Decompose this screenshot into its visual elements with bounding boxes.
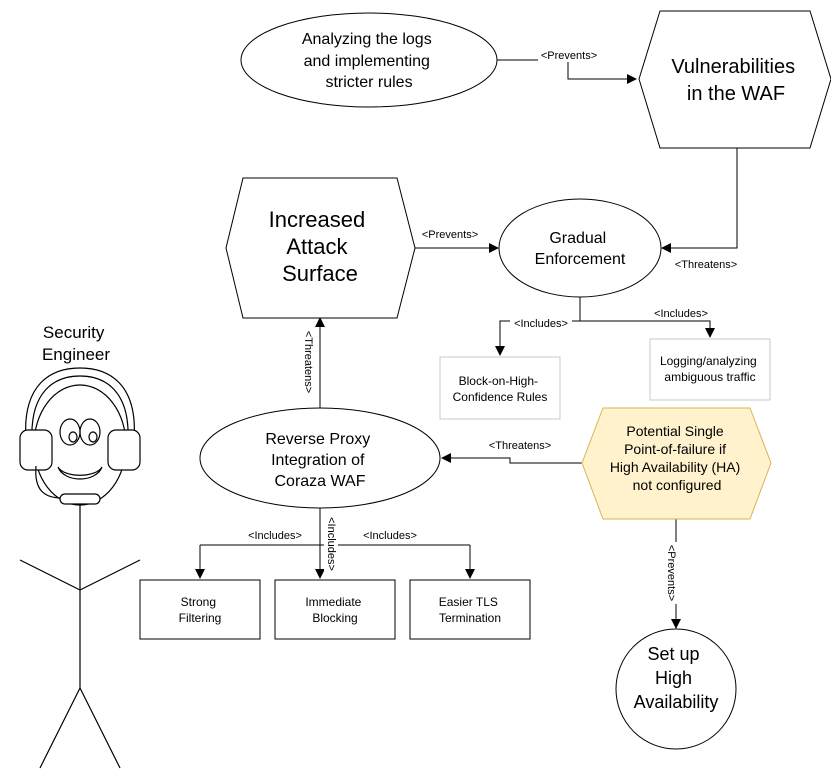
node-analyzing-logs: Analyzing the logs and implementing stri…: [240, 12, 498, 108]
node-text-line: Immediate: [305, 595, 361, 609]
stick-figure-body: [19, 505, 141, 769]
svg-text:Gradual Enforcement: Gradual Enforcement: [535, 230, 626, 268]
node-text-line: Logging/analyzing: [660, 354, 757, 368]
svg-text:Vulnerabilities in the W: Vulnerabilities in the WAF: [671, 56, 800, 105]
node-text-line: ambiguous traffic: [664, 370, 755, 384]
node-text-line: in the WAF: [687, 83, 785, 105]
edges: <Prevents> <Threatens> <Prevents> <Inclu…: [195, 48, 738, 629]
svg-text:Set up High Availa: Set up High Availability: [634, 644, 719, 712]
node-text-line: Attack: [286, 234, 348, 259]
svg-text:Potential Single Point-o: Potential Single Point-of-failure if Hig…: [610, 423, 744, 493]
node-text-line: Block-on-High-: [459, 374, 538, 388]
node-text-line: Integration of: [271, 452, 365, 469]
node-text-line: Blocking: [312, 611, 357, 625]
node-text-line: Set up: [647, 644, 699, 664]
svg-text:Reverse Proxy Integratio: Reverse Proxy Integration of Coraza WAF: [265, 431, 374, 490]
node-text-line: Increased: [269, 207, 366, 232]
node-text-line: High: [655, 668, 692, 688]
edge-label-includes: <Includes>: [654, 308, 708, 320]
node-reverse-proxy: Reverse Proxy Integration of Coraza WAF: [199, 407, 441, 509]
node-text-line: Easier TLS: [439, 595, 498, 609]
edge-reverse-proxy-threatens-attack-surface: <Threatens>: [297, 317, 325, 408]
node-text-line: Confidence Rules: [453, 390, 548, 404]
svg-text:Immediate Blocking: Immediate Blocking: [305, 595, 364, 625]
actor-label-line: Security: [43, 323, 105, 342]
node-text-line: Reverse Proxy: [265, 431, 370, 448]
node-text-line: not configured: [633, 477, 722, 493]
svg-text:Block-on-High- Confidenc: Block-on-High- Confidence Rules: [453, 374, 548, 404]
node-text-line: Filtering: [179, 611, 222, 625]
edge-label-threatens: <Threatens>: [302, 331, 314, 393]
node-easier-tls: Easier TLS Termination: [409, 579, 531, 640]
edge-spof-prevents-ha: <Prevents>: [664, 519, 681, 629]
node-potential-spof: Potential Single Point-of-failure if Hig…: [581, 407, 772, 520]
edge-label-includes: <Includes>: [248, 530, 302, 542]
actor-label: Security Engineer: [42, 323, 110, 364]
node-text-line: Gradual: [549, 230, 606, 247]
node-text-line: Potential Single: [626, 423, 724, 439]
node-text-line: Point-of-failure if: [624, 441, 726, 457]
node-set-up-ha: Set up High Availability: [615, 628, 737, 750]
edge-spof-threatens-reverse-proxy: <Threatens>: [441, 440, 582, 464]
node-text-line: Surface: [282, 261, 358, 286]
node-strong-filtering: Strong Filtering: [139, 579, 261, 640]
edge-label-prevents: <Prevents>: [541, 50, 597, 62]
node-text-line: Termination: [439, 611, 501, 625]
edge-label-includes: <Includes>: [325, 517, 337, 571]
edge-label-includes: <Includes>: [363, 530, 417, 542]
svg-text:Increased Attack S: Increased Attack Surface: [269, 207, 372, 286]
node-increased-attack-surface: Increased Attack Surface: [225, 177, 416, 319]
edge-vulnerabilities-threatens-gradual: <Threatens>: [661, 148, 738, 271]
svg-text:Logging/analyzing ambigu: Logging/analyzing ambiguous traffic: [660, 354, 760, 384]
edge-label-prevents: <Prevents>: [665, 545, 677, 601]
edge-reverse-proxy-includes-children: <Includes> <Includes> <Includes>: [195, 508, 475, 579]
edge-gradual-includes-logging: <Includes>: [580, 306, 715, 338]
node-text-line: Vulnerabilities: [671, 56, 795, 78]
actor-label-line: Engineer: [42, 345, 110, 364]
svg-text:Easier TLS Termination: Easier TLS Termination: [439, 595, 501, 625]
node-vulnerabilities-waf: Vulnerabilities in the WAF: [638, 10, 831, 149]
node-text-line: Strong: [181, 595, 216, 609]
node-text-line: Analyzing the logs: [302, 31, 432, 48]
node-text-line: Availability: [634, 692, 719, 712]
node-text-line: Enforcement: [535, 251, 626, 268]
actor-security-engineer: Security Engineer: [19, 323, 141, 769]
node-text-line: stricter rules: [325, 74, 412, 91]
node-immediate-blocking: Immediate Blocking: [274, 579, 396, 640]
node-text-line: Coraza WAF: [275, 473, 366, 490]
svg-text:Strong Filtering: Strong Filtering: [179, 595, 222, 625]
node-text-line: and implementing: [304, 53, 430, 70]
node-gradual-enforcement: Gradual Enforcement: [498, 198, 662, 298]
edge-label-threatens: <Threatens>: [489, 440, 551, 452]
edge-gradual-includes-block: <Includes>: [495, 297, 581, 356]
edge-logs-prevents-vulnerabilities: <Prevents>: [497, 48, 637, 84]
node-logging-analyzing: Logging/analyzing ambiguous traffic: [649, 338, 771, 401]
edge-attack-surface-prevents-gradual: <Prevents>: [415, 229, 499, 253]
headset-head-icon: [19, 367, 141, 506]
edge-label-prevents: <Prevents>: [422, 229, 478, 241]
edge-label-includes: <Includes>: [514, 318, 568, 330]
edge-label-threatens: <Threatens>: [675, 259, 737, 271]
node-block-on-high-confidence: Block-on-High- Confidence Rules: [439, 356, 561, 420]
svg-text:Analyzing the logs and i: Analyzing the logs and implementing stri…: [302, 31, 436, 91]
node-text-line: High Availability (HA): [610, 459, 740, 475]
